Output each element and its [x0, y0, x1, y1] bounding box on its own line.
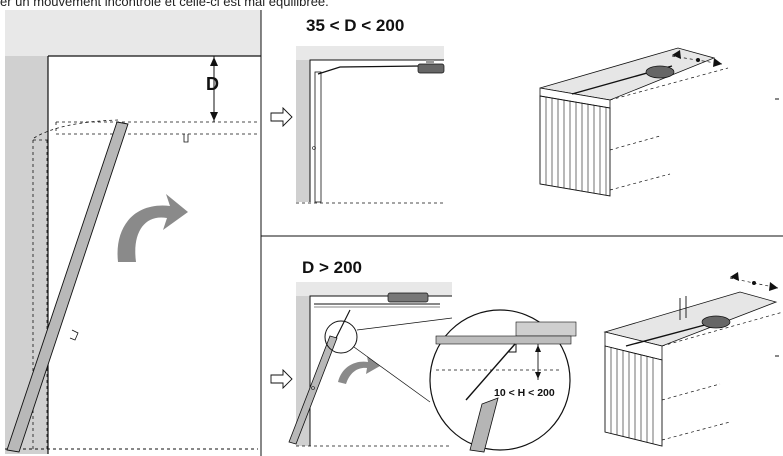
flow-arrow-icon — [270, 368, 293, 390]
ceiling — [296, 46, 444, 60]
tilted-door-panel — [288, 335, 338, 445]
door-frame — [604, 345, 663, 447]
door-profile — [309, 59, 444, 202]
opener-motor — [645, 65, 675, 79]
detail-circle — [324, 320, 358, 354]
motion-dot — [752, 281, 756, 285]
flow-arrow-icon — [270, 106, 293, 128]
opener-arm — [317, 65, 421, 75]
floor-dash — [609, 135, 661, 151]
rotation-arrow — [117, 194, 188, 262]
motion-arrow-icon — [769, 282, 778, 291]
tilted-door-panel — [6, 121, 129, 453]
ceiling-dash — [661, 311, 783, 347]
ceiling-dash — [609, 67, 729, 101]
case-bottom-condition-label: D > 200 — [302, 258, 363, 277]
case-bottom-detail-inset — [429, 309, 577, 453]
door-handle — [311, 386, 315, 390]
inset-ceiling — [515, 321, 577, 337]
inset-door-panel — [469, 397, 499, 453]
inset-arm — [465, 343, 516, 401]
opener-motor — [701, 315, 731, 329]
leader-line — [356, 317, 453, 331]
opener-bracket — [426, 60, 434, 64]
floor-dash — [661, 421, 731, 441]
hanger-bracket — [679, 296, 687, 320]
door-slats — [545, 97, 607, 195]
d-arrow-bottom — [210, 112, 218, 121]
header-text: er un mouvement incontrôlé et celle-ci e… — [0, 0, 329, 9]
case-top-side-view — [296, 46, 446, 204]
motion-arrow-icon — [730, 272, 739, 281]
ceiling — [5, 10, 261, 56]
d-dimension-label: D — [206, 74, 219, 94]
h-arrow-bottom — [535, 372, 541, 379]
rotation-arrow — [338, 356, 380, 384]
rail — [625, 321, 717, 347]
swing-arc — [33, 119, 119, 139]
case-top-condition-label: 35 < D < 200 — [306, 16, 405, 35]
h-arrow-top — [535, 345, 541, 352]
closed-door-outline — [32, 121, 258, 449]
door-handle — [69, 329, 79, 341]
motion-arrow-icon — [713, 58, 722, 67]
inset-circle — [429, 309, 571, 451]
case-bottom-perspective-view — [603, 272, 783, 447]
floor-dash — [661, 383, 721, 401]
d-arrow-top — [210, 57, 218, 66]
case-top-perspective-view — [539, 47, 779, 197]
left-panel — [5, 10, 261, 454]
floor-dash — [609, 173, 671, 191]
inset-bracket — [508, 344, 517, 353]
motion-arrow-icon — [672, 50, 681, 59]
door-handle — [312, 146, 316, 150]
door-arm — [335, 309, 351, 339]
opener-motor — [387, 292, 429, 303]
top-hook — [183, 134, 189, 143]
motion-dot — [696, 58, 700, 62]
leader-line — [353, 346, 431, 403]
door-slats — [610, 347, 654, 444]
door-leaf — [314, 71, 322, 203]
wall — [296, 60, 310, 202]
ceiling — [296, 282, 452, 296]
opener-motor — [417, 63, 445, 74]
h-dimension-label: 10 < H < 200 — [494, 387, 555, 399]
inset-rail — [435, 335, 572, 345]
case-bottom-side-view — [288, 282, 453, 447]
door-frame — [539, 95, 611, 197]
